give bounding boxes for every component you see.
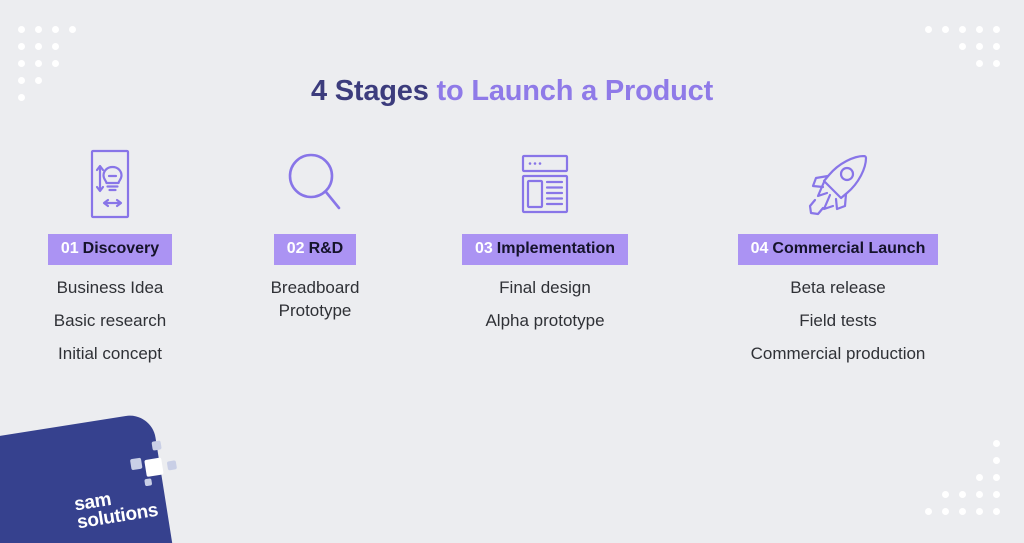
decorative-dot-blank xyxy=(959,457,966,464)
decorative-dot xyxy=(993,440,1000,447)
stage-number: 01 xyxy=(60,240,79,257)
logo-square xyxy=(129,457,143,471)
decorative-dot xyxy=(976,60,983,67)
decorative-dot xyxy=(925,26,932,33)
stage-label: R&D xyxy=(308,240,344,257)
decorative-dot xyxy=(959,508,966,515)
decorative-dot xyxy=(959,26,966,33)
decorative-dot xyxy=(993,43,1000,50)
stage-item: Initial concept xyxy=(58,344,162,364)
stage-items-rnd: Breadboard Prototype xyxy=(215,279,415,319)
decorative-dot xyxy=(35,77,42,84)
stage-number: 04 xyxy=(750,240,769,257)
decorative-dot xyxy=(993,491,1000,498)
decorative-dot xyxy=(942,508,949,515)
decorative-dot-blank xyxy=(925,43,932,50)
decorative-dot-blank xyxy=(959,474,966,481)
decorative-dot xyxy=(993,457,1000,464)
decorative-dot-blank xyxy=(925,474,932,481)
decorative-dot-blank xyxy=(925,440,932,447)
decorative-dot-blank xyxy=(942,43,949,50)
stage-item: Final design xyxy=(499,278,591,298)
logo-square xyxy=(144,457,164,477)
decorative-dot-blank xyxy=(942,457,949,464)
decorative-dot xyxy=(959,491,966,498)
decorative-dot xyxy=(993,26,1000,33)
stage-label: Discovery xyxy=(82,240,160,257)
decorative-dot-blank xyxy=(942,440,949,447)
page-title-primary: 4 Stages xyxy=(310,75,429,108)
decorative-dot xyxy=(976,491,983,498)
decorative-dot xyxy=(52,43,59,50)
stage-item: Alpha prototype xyxy=(485,311,605,331)
stage-number: 02 xyxy=(286,240,305,257)
stage-items-commercial-launch: Beta release Field tests Commercial prod… xyxy=(680,279,996,362)
stage-item: Basic research xyxy=(53,311,167,331)
decorative-dot-blank xyxy=(959,440,966,447)
wireframe-window-icon xyxy=(425,148,665,220)
stage-item: Beta release xyxy=(790,278,886,298)
decorative-dot xyxy=(18,43,25,50)
decorative-dot xyxy=(35,43,42,50)
decorative-dot xyxy=(35,26,42,33)
stage-item: Business Idea xyxy=(56,278,164,298)
decorative-dot xyxy=(976,474,983,481)
page-title: 4 Stages to Launch a Product xyxy=(0,75,1024,108)
brand-wordmark: sam solutions xyxy=(73,483,160,533)
stage-item: Breadboard xyxy=(270,278,360,298)
decorative-dot xyxy=(925,508,932,515)
logo-square xyxy=(151,440,162,451)
decorative-dot xyxy=(18,77,25,84)
decorative-dot xyxy=(993,474,1000,481)
decorative-dots-top-left xyxy=(18,26,86,111)
decorative-dots-bottom-right xyxy=(925,440,1010,525)
decorative-dot xyxy=(52,26,59,33)
decorative-dot xyxy=(69,26,76,33)
decorative-dot xyxy=(942,491,949,498)
decorative-dot xyxy=(993,508,1000,515)
decorative-dot xyxy=(18,26,25,33)
decorative-dot-blank xyxy=(942,474,949,481)
stage-label: Commercial Launch xyxy=(772,240,926,257)
page-title-secondary: to Launch a Product xyxy=(436,75,714,108)
decorative-dot xyxy=(52,60,59,67)
decorative-dot-blank xyxy=(976,440,983,447)
stage-number: 03 xyxy=(474,240,493,257)
decorative-dot xyxy=(976,508,983,515)
decorative-dot xyxy=(18,60,25,67)
decorative-dots-top-right xyxy=(925,26,1010,77)
decorative-dot-blank xyxy=(925,457,932,464)
decorative-dot xyxy=(959,43,966,50)
stage-items-implementation: Final design Alpha prototype xyxy=(425,279,665,329)
decorative-dot xyxy=(18,94,25,101)
decorative-dot xyxy=(976,26,983,33)
stage-item: Commercial production xyxy=(750,344,926,364)
decorative-dot-blank xyxy=(976,457,983,464)
decorative-dot xyxy=(942,26,949,33)
decorative-dot-blank xyxy=(959,60,966,67)
logo-square xyxy=(166,460,178,471)
stage-item: Field tests xyxy=(799,311,877,331)
decorative-dot-blank xyxy=(925,60,932,67)
lightbulb-measure-icon xyxy=(10,148,210,220)
decorative-dot xyxy=(35,60,42,67)
stage-label: Implementation xyxy=(496,240,616,257)
rocket-icon xyxy=(680,148,996,220)
decorative-dot xyxy=(976,43,983,50)
magnifier-icon xyxy=(215,148,415,220)
stage-items-discovery: Business Idea Basic research Initial con… xyxy=(10,279,210,362)
decorative-dot xyxy=(993,60,1000,67)
decorative-dot-blank xyxy=(925,491,932,498)
stage-item: Prototype xyxy=(278,301,352,321)
decorative-dot-blank xyxy=(942,60,949,67)
